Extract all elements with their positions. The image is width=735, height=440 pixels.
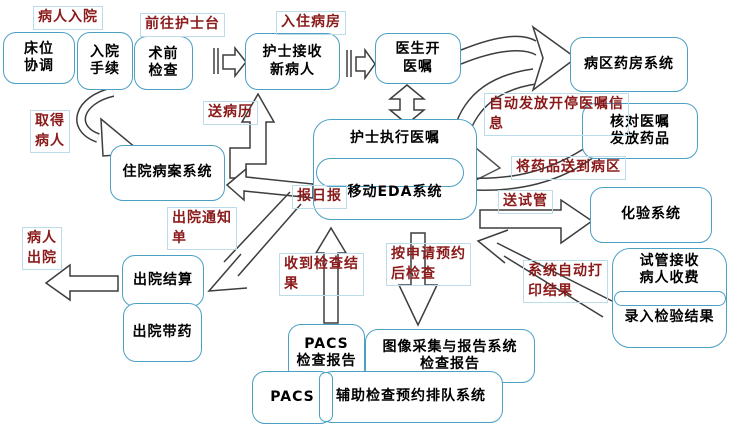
node-text: 图像采集与报告系统: [382, 338, 518, 355]
label-text: 自动发放开停医嘱信: [489, 96, 624, 112]
node-text: 核对医嘱: [610, 113, 670, 130]
label-text: 病人: [35, 132, 65, 149]
arrow-send-tubes: [479, 198, 594, 245]
node-inpatient-records-system: 住院病案系统: [110, 145, 225, 201]
label-discharge-notice: 出院通知单: [167, 207, 237, 251]
arrow-appointment-exam: [397, 232, 439, 327]
node-bed-coordination: 床位协调: [3, 32, 75, 84]
node-aux-exam-queue-system: 辅助检查预约排队系统: [319, 371, 503, 423]
node-check-orders-dispense-drugs: 核对医嘱发放药品: [582, 103, 698, 159]
node-bottom-text: 移动EDA系统: [314, 184, 476, 202]
label-text: 按申请预约: [391, 246, 466, 262]
node-text: 检查: [148, 63, 179, 79]
node-text: 出院带药: [132, 323, 193, 340]
label-text: 病人入院: [38, 9, 98, 25]
label-exam-after-request-appointment: 按申请预约后检查: [386, 243, 471, 287]
label-text: 送病历: [208, 104, 253, 120]
node-text: 住院病案系统: [122, 164, 213, 181]
label-auto-send-start-stop-order-info: 自动发放开停医嘱信息: [484, 93, 629, 137]
node-text: 试管接收: [639, 252, 700, 269]
label-text: 出院: [27, 249, 57, 266]
node-text: 检查报告: [420, 356, 480, 372]
pacs-queue-junction-pill-icon: [319, 372, 333, 422]
label-text: 取得: [35, 113, 65, 129]
node-admission-procedure: 入院手续: [77, 32, 133, 90]
label-receive-exam-results: 收到检查结果: [279, 253, 364, 297]
label-move-into-ward: 入住病房: [276, 11, 346, 35]
node-doctor-writes-orders: 医生开医嘱: [375, 33, 461, 84]
node-text: 病区药房系统: [584, 55, 674, 72]
arrow-patient-discharge: [44, 263, 119, 302]
node-text: 辅助检查预约排队系统: [336, 388, 486, 405]
node-text: PACS: [270, 388, 315, 405]
label-daily-report: 报日报: [292, 185, 347, 209]
node-text: 医嘱: [403, 58, 433, 75]
node-text: 护士接收: [262, 44, 323, 60]
node-text: 护士执行医嘱: [350, 130, 440, 147]
label-text: 后检查: [391, 265, 436, 282]
node-tube-receive-charge: 试管接收病人收费录入检验结果: [612, 248, 727, 348]
eda-callout-wedge-icon: [475, 146, 502, 182]
label-send-test-tubes: 送试管: [498, 190, 553, 214]
node-text: 医生开: [395, 41, 441, 57]
divider-pill-icon: [614, 291, 726, 306]
node-text: 协调: [24, 58, 54, 74]
node-text: 移动EDA系统: [347, 184, 443, 200]
node-bottom-text: 录入检验结果: [613, 309, 726, 327]
node-top-text: 试管接收病人收费: [613, 249, 726, 291]
label-patient-admission: 病人入院: [33, 6, 103, 30]
label-send-medical-record: 送病历: [203, 101, 258, 125]
arrow-send-medical-record: [229, 92, 276, 179]
label-text: 入住病房: [281, 14, 341, 30]
node-text: PACS: [304, 335, 349, 352]
label-system-auto-print-results: 系统自动打印结果: [523, 260, 608, 304]
node-discharge-medication: 出院带药: [123, 303, 202, 362]
striped-arrow-to-doctor-icon: [346, 47, 376, 81]
label-fetch-patient: 取得病人: [30, 110, 70, 154]
label-text: 出院通知: [172, 210, 232, 226]
label-text: 系统自动打: [528, 263, 603, 279]
label-text: 收到检查结: [284, 256, 359, 272]
node-text: 手续: [90, 61, 120, 77]
node-discharge-settlement: 出院结算: [122, 255, 204, 307]
label-text: 送试管: [503, 193, 548, 209]
label-text: 将药品送到病区: [516, 159, 621, 175]
label-text: 报日报: [297, 188, 342, 204]
striped-arrow-to-nurse-icon: [213, 45, 247, 79]
label-go-to-nurse-station: 前往护士台: [140, 13, 225, 37]
node-text: 床位: [24, 40, 54, 57]
node-text: 出院结算: [133, 272, 193, 289]
node-top-text: 护士执行医嘱: [314, 120, 476, 158]
arrow-auto-print-results: [476, 229, 613, 318]
label-text: 病人: [27, 230, 57, 246]
node-text: 发放药品: [610, 131, 670, 147]
node-text: 化验系统: [621, 206, 681, 223]
node-text: 病人收费: [639, 270, 700, 286]
node-mobile-eda-system: 护士执行医嘱移动EDA系统: [313, 119, 477, 220]
label-text: 单: [172, 229, 187, 246]
node-ward-pharmacy-system: 病区药房系统: [570, 37, 688, 92]
node-nurse-receive-new-patient: 护士接收新病人: [245, 33, 340, 90]
node-text: 检查报告: [296, 353, 357, 369]
label-deliver-drugs-to-ward: 将药品送到病区: [511, 156, 626, 180]
label-text: 印结果: [528, 282, 573, 299]
node-lab-system: 化验系统: [590, 187, 712, 243]
node-text: 新病人: [270, 61, 315, 78]
label-text: 前往护士台: [145, 16, 220, 32]
node-text: 入院: [90, 43, 120, 60]
arrow-discharge-notice: [207, 191, 302, 292]
node-preop-exam: 术前检查: [134, 36, 193, 90]
node-text: 术前: [148, 45, 179, 62]
label-text: 果: [284, 275, 299, 292]
label-patient-discharge: 病人出院: [22, 227, 62, 271]
divider-pill-icon: [316, 158, 464, 187]
label-text: 息: [489, 115, 504, 132]
node-text: 录入检验结果: [624, 309, 715, 325]
